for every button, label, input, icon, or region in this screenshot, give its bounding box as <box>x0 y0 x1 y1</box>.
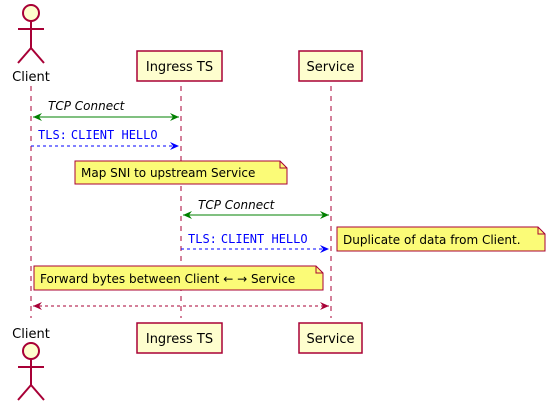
note-text: Forward bytes between Client ← → Service <box>40 272 295 286</box>
participant-ingress-label: Ingress TS <box>146 332 213 347</box>
actor-client-label: Client <box>12 327 50 342</box>
participant-ingress-label: Ingress TS <box>146 60 213 75</box>
actor-client-icon <box>22 4 40 22</box>
actor-client-top: Client <box>12 4 50 85</box>
participant-ingress-top: Ingress TS <box>136 50 223 82</box>
message-tcp-connect-2: TCP Connect <box>183 198 329 219</box>
message-label: TCP Connect <box>48 99 126 113</box>
actor-client-bottom: Client <box>12 327 50 401</box>
note-forward-bytes: Forward bytes between Client ← → Service <box>33 265 324 291</box>
message-tls-hello-1: TLS: CLIENT HELLO <box>31 128 179 150</box>
participant-service-label: Service <box>306 60 354 75</box>
participant-service-top: Service <box>298 50 363 82</box>
message-code: CLIENT HELLO <box>71 128 158 142</box>
message-label: TCP Connect <box>198 198 276 212</box>
svg-text:TLS:CLIENT HELLO: TLS: CLIENT HELLO <box>188 232 308 246</box>
note-text: Duplicate of data from Client. <box>343 233 521 247</box>
svg-text:TLS:CLIENT HELLO: TLS: CLIENT HELLO <box>38 128 158 142</box>
participant-service-bottom: Service <box>298 322 363 354</box>
participant-ingress-bottom: Ingress TS <box>136 322 223 354</box>
note-duplicate: Duplicate of data from Client. <box>336 226 546 252</box>
message-tcp-connect-1: TCP Connect <box>33 99 179 121</box>
note-text: Map SNI to upstream Service <box>81 166 255 180</box>
message-prefix: TLS: <box>188 232 217 246</box>
note-map-sni: Map SNI to upstream Service <box>74 160 288 185</box>
message-prefix: TLS: <box>38 128 67 142</box>
actor-client-label: Client <box>12 70 50 85</box>
participant-service-label: Service <box>306 332 354 347</box>
actor-client-icon <box>22 342 40 360</box>
message-tls-hello-2: TLS: CLIENT HELLO <box>181 232 329 253</box>
message-code: CLIENT HELLO <box>221 232 308 246</box>
